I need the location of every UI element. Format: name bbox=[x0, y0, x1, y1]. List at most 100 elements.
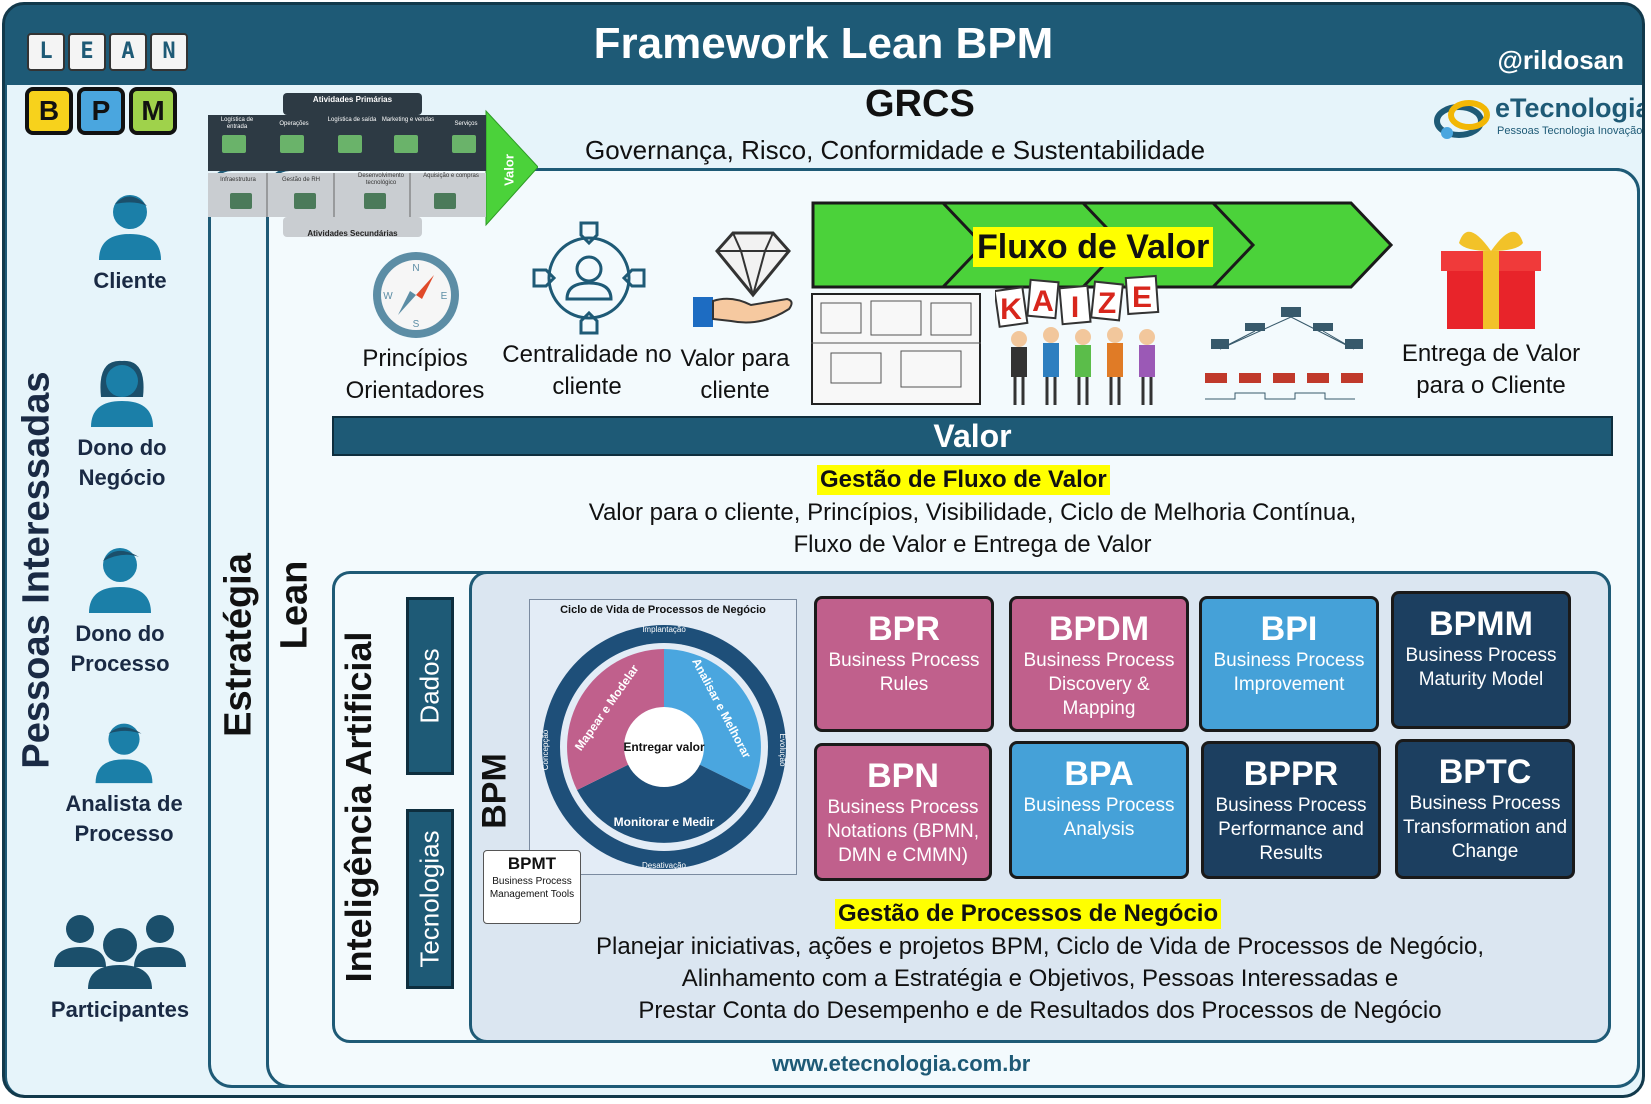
principios-label: Princípios Orientadores bbox=[345, 345, 485, 404]
estrategia-label: Estratégia bbox=[217, 553, 260, 737]
bpmt-full: Business Process Management Tools bbox=[489, 876, 575, 900]
dados-label: Dados bbox=[414, 648, 445, 724]
lifecycle-diagram: Ciclo de Vida de Processos de Negócio Im… bbox=[529, 599, 797, 875]
dados-box: Dados bbox=[406, 597, 454, 775]
cycle-segment-label: Monitorar e Medir bbox=[614, 815, 715, 829]
stakeholder-participantes: Participantes bbox=[35, 911, 205, 1025]
value-chain-secondary: Gestão de RH bbox=[281, 177, 321, 183]
ring-label: Desativação bbox=[642, 861, 687, 870]
bpm-label: BPM bbox=[475, 753, 514, 829]
card-abbr: BPPR bbox=[1243, 755, 1339, 793]
stakeholder-label: Cliente bbox=[93, 268, 167, 293]
gfv-line1: Valor para o cliente, Princípios, Visibi… bbox=[588, 499, 1357, 526]
etecnologia-tagline: Pessoas Tecnologia Inovação bbox=[1497, 125, 1643, 137]
value-chain-secondary: Aquisição e compras bbox=[423, 173, 479, 179]
stakeholder-analista: Analista de Processo bbox=[39, 719, 209, 849]
compass-south: S bbox=[413, 319, 420, 330]
lean-logo: L E A N bbox=[27, 33, 188, 71]
lean-logo-letter: E bbox=[68, 33, 106, 71]
card-bpdm: BPDM Business Process Discovery & Mappin… bbox=[1009, 596, 1189, 732]
lean-logo-letter: L bbox=[27, 33, 65, 71]
card-abbr: BPA bbox=[1064, 755, 1134, 793]
page-title: Framework Lean BPM bbox=[593, 19, 1054, 68]
card-bpa: BPA Business Process Analysis bbox=[1009, 741, 1189, 879]
value-chain-primary: Logística de entrada bbox=[220, 117, 254, 130]
value-chain-primary: Marketing e vendas bbox=[381, 117, 435, 123]
card-full: Business Process Notations (BPMN, DMN e … bbox=[826, 797, 980, 866]
centralidade-label: Centralidade no cliente bbox=[502, 341, 672, 400]
card-full: Business Process Improvement bbox=[1213, 650, 1365, 695]
card-full: Business Process Analysis bbox=[1023, 795, 1175, 840]
card-bptc: BPTC Business Process Transformation and… bbox=[1395, 739, 1575, 879]
bpm-logo-letter: M bbox=[129, 87, 177, 135]
gfv-line2: Fluxo de Valor e Entrega de Valor bbox=[793, 531, 1152, 558]
valor-cliente-label: Valor para cliente bbox=[680, 345, 790, 404]
entrega-label: Entrega de Valor para o Cliente bbox=[1401, 340, 1581, 399]
etecnologia-logo: eTecnologia Pessoas Tecnologia Inovação bbox=[1433, 93, 1642, 150]
stakeholder-label: Participantes bbox=[50, 997, 190, 1022]
compass-west: W bbox=[383, 291, 393, 302]
compass-icon: N E S W bbox=[373, 252, 459, 338]
kaizen-image: K A I Z E bbox=[995, 274, 1160, 405]
ring-label: Evolução bbox=[778, 734, 787, 767]
footer-site[interactable]: www.etecnologia.com.br bbox=[772, 1051, 1031, 1076]
stakeholder-dono-negocio: Dono do Negócio bbox=[37, 357, 207, 493]
ia-label: Inteligência Artificial bbox=[338, 631, 379, 983]
card-abbr: BPMM bbox=[1429, 605, 1533, 643]
kaizen-letter: I bbox=[1071, 291, 1079, 324]
value-chain-secondary-title: Atividades Secundárias bbox=[307, 229, 398, 238]
card-full: Business Process Rules bbox=[828, 650, 980, 695]
card-bppr: BPPR Business Process Performance and Re… bbox=[1201, 741, 1381, 879]
lifecycle-wheel: Implantação Evolução Desativação Concepç… bbox=[541, 625, 787, 870]
kaizen-letter: A bbox=[1032, 285, 1054, 318]
person-icon bbox=[89, 548, 151, 613]
value-chain-primary-title: Atividades Primárias bbox=[312, 95, 393, 104]
card-abbr: BPR bbox=[868, 610, 940, 648]
gpn-line2: Alinhamento com a Estratégia e Objetivos… bbox=[681, 965, 1399, 992]
lean-label: Lean bbox=[273, 560, 316, 650]
person-icon bbox=[95, 723, 153, 784]
card-bpn: BPN Business Process Notations (BPMN, DM… bbox=[814, 743, 992, 881]
person-icon bbox=[99, 195, 161, 260]
stakeholder-cliente: Cliente bbox=[45, 190, 215, 296]
stakeholder-label: Dono do Negócio bbox=[77, 435, 167, 490]
stakeholder-label: Analista de Processo bbox=[65, 791, 183, 846]
gfv-title: Gestão de Fluxo de Valor bbox=[817, 465, 1110, 495]
valor-bar: Valor bbox=[332, 416, 1613, 456]
card-full: Business Process Discovery & Mapping bbox=[1023, 650, 1175, 719]
card-bpr: BPR Business Process Rules bbox=[814, 596, 994, 732]
stakeholder-label: Dono do Processo bbox=[70, 621, 170, 676]
bpm-logo: B P M bbox=[25, 87, 177, 135]
lifecycle-title: Ciclo de Vida de Processos de Negócio bbox=[560, 604, 766, 616]
compass-north: N bbox=[412, 263, 419, 274]
author-handle: @rildosan bbox=[1497, 45, 1624, 75]
gift-icon bbox=[1441, 231, 1541, 329]
group-icon bbox=[54, 915, 186, 989]
gpn-line3: Prestar Conta do Desempenho e de Resulta… bbox=[638, 997, 1442, 1024]
value-chain-primary: Serviços bbox=[454, 121, 478, 127]
value-chain-secondary: Desenvolvimento tecnológico bbox=[357, 173, 405, 186]
value-chain-graphic bbox=[208, 93, 539, 237]
office-sketch-image bbox=[811, 293, 981, 405]
bpmt-box: BPMT Business Process Management Tools bbox=[483, 850, 581, 924]
tecnologias-box: Tecnologias bbox=[406, 809, 454, 989]
etecnologia-logo-icon bbox=[1434, 100, 1490, 139]
lean-logo-letter: N bbox=[150, 33, 188, 71]
card-full: Business Process Maturity Model bbox=[1405, 645, 1557, 690]
ring-label: Concepção bbox=[541, 729, 550, 770]
person-icon bbox=[91, 360, 153, 427]
kaizen-letter: Z bbox=[1098, 287, 1116, 320]
fluxo-valor-label: Fluxo de Valor bbox=[973, 227, 1214, 267]
card-bpi: BPI Business Process Improvement bbox=[1199, 596, 1379, 732]
card-bpmm: BPMM Business Process Maturity Model bbox=[1391, 591, 1571, 729]
value-chain-secondary: Infraestrutura bbox=[220, 177, 256, 183]
etecnologia-name: eTecnologia bbox=[1495, 93, 1645, 123]
cycle-center-label: Entregar valor bbox=[623, 740, 705, 754]
value-chain-arrow-label: Valor bbox=[501, 154, 517, 186]
value-stream-map-image bbox=[1195, 303, 1385, 413]
card-abbr: BPI bbox=[1260, 610, 1318, 648]
stakeholder-dono-processo: Dono do Processo bbox=[35, 543, 205, 679]
bpm-logo-letter: B bbox=[25, 87, 73, 135]
customer-centric-icon bbox=[532, 221, 646, 335]
